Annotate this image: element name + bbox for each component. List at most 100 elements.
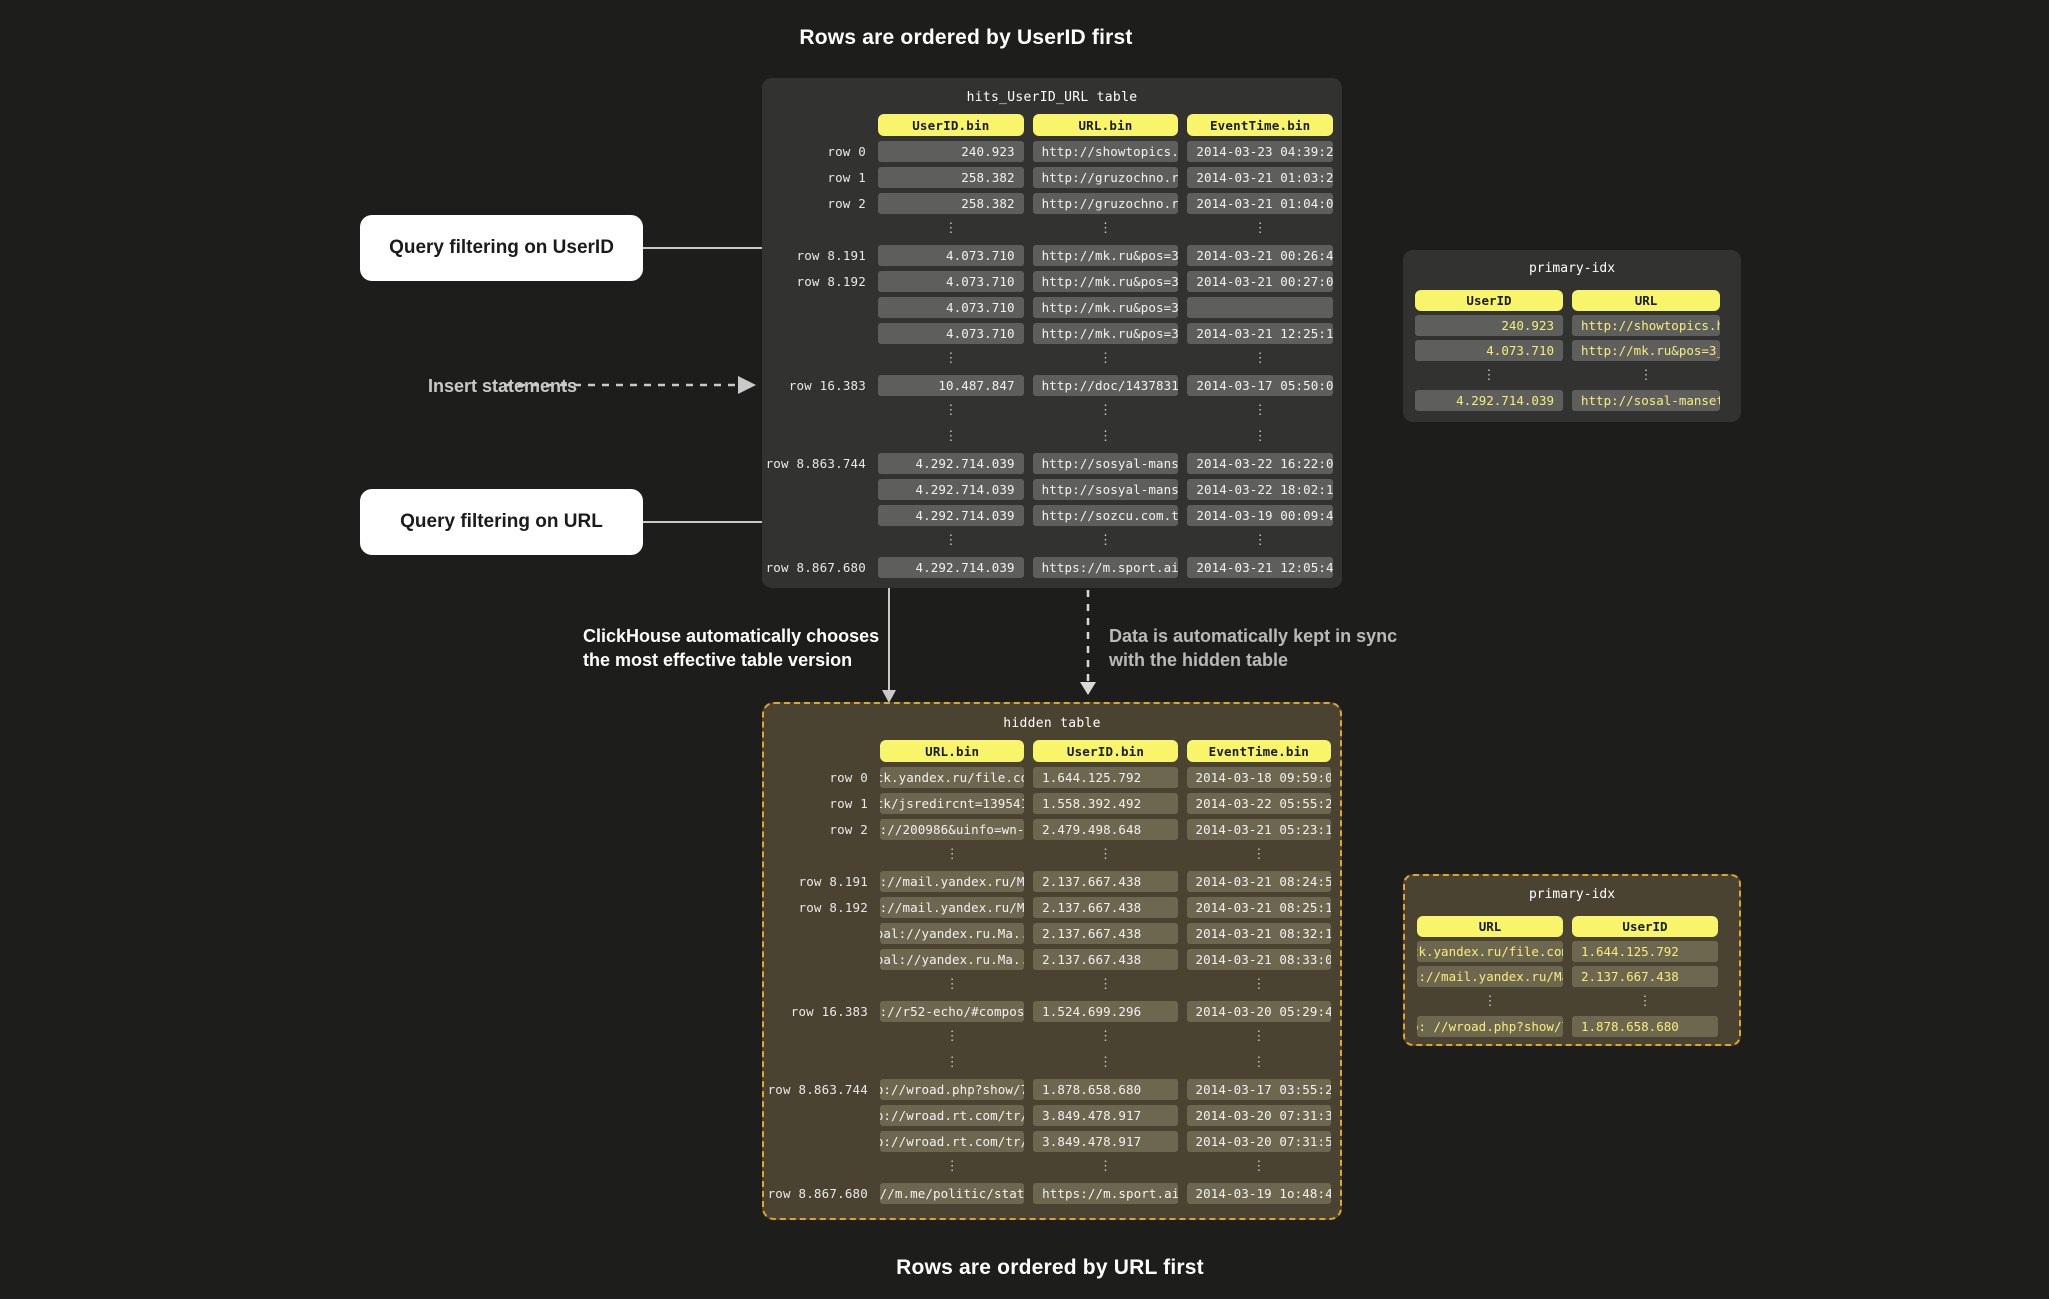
- table-cell: 4.292.714.039: [878, 504, 1024, 526]
- column-header-userid-bin[interactable]: UserID.bin: [878, 114, 1024, 136]
- table-row: row 8.1914.073.710http://mk.ru&pos=3_020…: [762, 242, 1342, 268]
- vertical-ellipsis-icon: ⋮: [945, 977, 959, 992]
- callout-query-filtering-userid[interactable]: Query filtering on UserID: [360, 215, 643, 281]
- table-cell: 2014-03-21 08:24:50: [1186, 870, 1331, 892]
- main-table-title: hits_UserID_URL table: [966, 90, 1138, 105]
- index-cell: http://mk.ru&pos=3_0: [1572, 340, 1720, 361]
- table-cell: 4.292.714.039: [878, 478, 1024, 500]
- index-ellipsis-row: ⋮⋮: [1415, 363, 1729, 388]
- row-label: row 8.863.744: [765, 455, 866, 471]
- callout-query-filtering-url[interactable]: Query filtering on URL: [360, 489, 643, 555]
- table-cell: 4.292.714.039: [878, 452, 1024, 474]
- table-cell: 2014-03-22 16:22:00: [1187, 452, 1334, 474]
- vertical-ellipsis-icon: ⋮: [1098, 1055, 1112, 1070]
- primary-idx-bottom-title: primary-idx: [1528, 887, 1616, 902]
- table-ellipsis-row: ⋮⋮⋮: [762, 398, 1342, 424]
- row-label: row 8.192: [798, 899, 868, 915]
- row-label: row 8.863.744: [767, 1081, 868, 1097]
- table-cell: 2014-03-19 00:09:42: [1187, 504, 1334, 526]
- vertical-ellipsis-icon: ⋮: [1098, 847, 1112, 862]
- table-cell: http://wroad.rt.com/tr/...: [880, 1130, 1025, 1152]
- index-cell: 2.137.667.438: [1571, 966, 1718, 987]
- vertical-ellipsis-icon: ⋮: [1098, 977, 1112, 992]
- bottom-caption: Rows are ordered by URL first: [896, 1256, 1204, 1279]
- table-cell: 2014-03-21 12:05:41: [1187, 556, 1334, 578]
- vertical-ellipsis-icon: ⋮: [1099, 429, 1112, 444]
- table-cell: http://sosyal-mansetleri...: [1032, 452, 1179, 474]
- hidden-column-header-eventtime-bin[interactable]: EventTime.bin: [1186, 740, 1331, 762]
- vertical-ellipsis-icon: ⋮: [1099, 403, 1112, 418]
- vertical-ellipsis-icon: ⋮: [945, 847, 959, 862]
- hidden-table-header-row: URL.bin UserID.bin EventTime.bin: [764, 738, 1340, 764]
- table-cell: 2014-03-21 01:03:28: [1187, 166, 1334, 188]
- table-cell: 4.073.710: [878, 244, 1024, 266]
- vertical-ellipsis-icon: ⋮: [1099, 533, 1112, 548]
- vertical-ellipsis-icon: ⋮: [1098, 1029, 1112, 1044]
- table-row: 4.292.714.039http://sosyal-mansetleri...…: [762, 476, 1342, 502]
- table-ellipsis-row: ⋮⋮⋮: [762, 528, 1342, 554]
- table-cell: 2.137.667.438: [1033, 896, 1178, 918]
- idx-column-header-url[interactable]: URL: [1417, 916, 1563, 937]
- vertical-ellipsis-icon: ⋮: [945, 1055, 959, 1070]
- table-cell: 2.479.498.648: [1033, 818, 1178, 840]
- table-cell: 2014-03-21 08:32:15: [1186, 922, 1331, 944]
- row-label: row 1: [827, 169, 866, 185]
- row-label: row 1: [829, 795, 868, 811]
- table-cell: goal://200986&uinfo=wn-1...: [880, 818, 1025, 840]
- callout-query-filtering-userid-label: Query filtering on UserID: [389, 237, 614, 258]
- table-cell: http://mk.ru&pos=3_0: [1032, 322, 1179, 344]
- vertical-ellipsis-icon: ⋮: [1098, 1159, 1112, 1174]
- hidden-column-header-url-bin[interactable]: URL.bin: [880, 740, 1025, 762]
- table-cell: 2014-03-20 05:29:42: [1186, 1000, 1331, 1022]
- idx-column-header-url[interactable]: URL: [1572, 290, 1720, 311]
- table-row: 4.073.710http://mk.ru&pos=3_02014-03-21 …: [762, 320, 1342, 346]
- table-cell: 2014-03-21 01:04:08: [1187, 192, 1334, 214]
- table-ellipsis-row: ⋮⋮⋮: [762, 346, 1342, 372]
- column-header-eventtime-bin[interactable]: EventTime.bin: [1187, 114, 1334, 136]
- table-ellipsis-row: ⋮⋮⋮: [764, 842, 1340, 868]
- table-cell: goal://yandex.ru.Ma...: [880, 948, 1025, 970]
- index-cell: http://sosal-mansetleri...: [1572, 390, 1720, 411]
- idx-column-header-userid[interactable]: UserID: [1415, 290, 1563, 311]
- vertical-ellipsis-icon: ⋮: [1099, 351, 1112, 366]
- table-cell: 2.137.667.438: [1033, 870, 1178, 892]
- table-row: row 0/click.yandex.ru/file.co ...1.644.1…: [764, 764, 1340, 790]
- table-row: row 2258.382http://gruzochno.ru/ekat...2…: [762, 190, 1342, 216]
- row-label: row 16.383: [788, 377, 866, 393]
- vertical-ellipsis-icon: ⋮: [1252, 977, 1266, 992]
- index-cell: http: //wroad.php?show/7...: [1417, 1016, 1563, 1037]
- table-cell: 258.382: [878, 192, 1024, 214]
- index-row: 240.923http://showtopics.html%3...: [1415, 313, 1729, 338]
- vertical-ellipsis-icon: ⋮: [944, 533, 958, 548]
- table-cell: 2.137.667.438: [1033, 948, 1178, 970]
- table-row: 4.292.714.039http://sozcu.com.tr/oaut201…: [762, 502, 1342, 528]
- table-cell: http://showtopics.html%3...: [1032, 140, 1179, 162]
- table-cell: 2014-03-23 04:39:21: [1187, 140, 1334, 162]
- table-cell: https://m.sport.airway/?: [1033, 1182, 1178, 1204]
- hidden-column-header-userid-bin[interactable]: UserID.bin: [1033, 740, 1178, 762]
- table-cell: /click/jsredircnt=1395412...: [880, 792, 1025, 814]
- table-cell: 2014-03-20 07:31:54: [1186, 1130, 1331, 1152]
- index-cell: http://showtopics.html%3...: [1572, 315, 1720, 336]
- table-cell: 4.292.714.039: [878, 556, 1024, 578]
- index-cell: goal://mail.yandex.ru/Ma...: [1417, 966, 1563, 987]
- idx-column-header-userid[interactable]: UserID: [1572, 916, 1718, 937]
- primary-idx-bottom: primary-idx URL UserID /clck.yandex.ru/f…: [1403, 874, 1741, 1046]
- primary-idx-top-grid: UserID URL 240.923http://showtopics.html…: [1403, 288, 1741, 413]
- table-row: row 8.863.744http://wroad.php?show/7...1…: [764, 1076, 1340, 1102]
- row-label: row 8.191: [796, 247, 866, 263]
- table-cell: 2014-03-22 18:02:12: [1187, 478, 1334, 500]
- row-label: row 2: [827, 195, 866, 211]
- row-label: row 8.191: [798, 873, 868, 889]
- table-cell: /click.yandex.ru/file.co ...: [880, 766, 1025, 788]
- table-row: row 8.1924.073.710http://mk.ru&pos=3_020…: [762, 268, 1342, 294]
- column-header-url-bin[interactable]: URL.bin: [1032, 114, 1179, 136]
- table-cell: http://mk.ru&pos=3_0: [1032, 296, 1179, 318]
- table-cell: 2.137.667.438: [1033, 922, 1178, 944]
- table-cell: 3.849.478.917: [1033, 1130, 1178, 1152]
- table-cell: http://wroad.php?show/7...: [880, 1078, 1025, 1100]
- row-label: row 0: [827, 143, 866, 159]
